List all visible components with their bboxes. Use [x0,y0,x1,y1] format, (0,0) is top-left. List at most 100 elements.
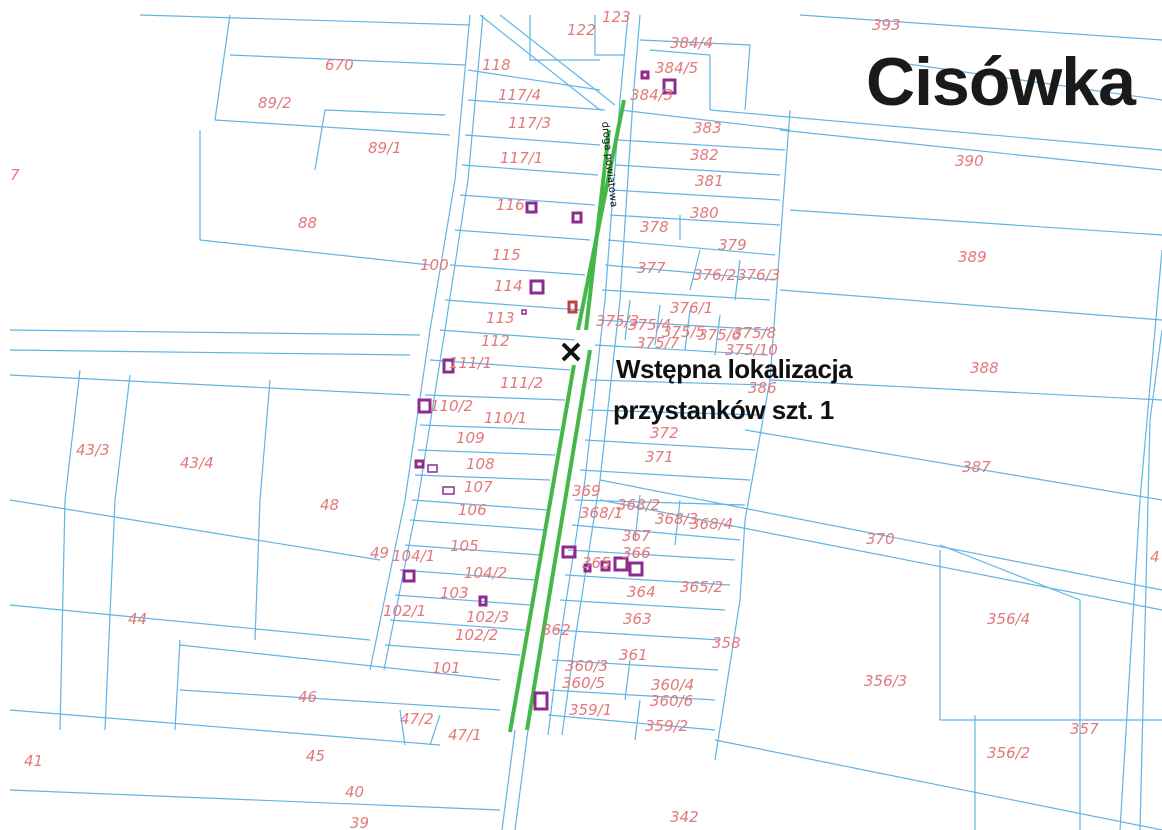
parcel-label: 379 [718,236,747,254]
parcel-label: 366 [622,544,651,562]
parcel-label: 89/1 [368,139,402,157]
parcel-label: 101 [432,659,461,677]
parcel-label: 115 [492,246,521,264]
parcel-label: 364 [627,583,656,601]
parcel-label: 390 [955,152,984,170]
parcel-label: 39 [350,814,369,830]
parcel-label: 40 [345,783,364,801]
parcel-label: 48 [320,496,339,514]
parcel-label: 380 [690,204,719,222]
parcel-label: 49 [370,544,389,562]
parcel-boundaries [9,14,1162,830]
parcel-label: 368/4 [690,515,733,533]
parcel-label: 393 [872,16,901,34]
parcel-label: 112 [481,332,510,350]
parcel-label: 45 [306,747,325,765]
parcel-labels: 393 670 89/2 89/1 88 7 122 123 118 117/4… [10,8,1160,830]
parcel-label: 360/3 [565,657,608,675]
parcel-label: 117/3 [508,114,551,132]
parcel-label: 89/2 [258,94,292,112]
parcel-label: 100 [420,256,449,274]
parcel-label: 367 [622,527,651,545]
parcel-label: 46 [298,688,317,706]
parcel-label: 342 [670,808,699,826]
map-title: Cisówka [866,44,1137,120]
parcel-label: 122 [567,21,596,39]
parcel-label: 371 [645,448,674,466]
parcel-label: 111/2 [500,374,543,392]
parcel-label: 359/1 [569,701,612,719]
parcel-label: 356/2 [987,744,1030,762]
parcel-label: 375/5 [662,323,705,341]
parcel-label: 670 [325,56,354,74]
parcel-label: 44 [128,610,147,628]
parcel-label: 370 [866,530,895,548]
parcel-label: 102/2 [455,626,498,644]
parcel-label: 103 [440,584,469,602]
parcel-label: 375/6 [698,326,741,344]
parcel-label: 102/3 [466,608,509,626]
parcel-label: 111/1 [449,354,492,372]
parcel-label: 108 [466,455,495,473]
parcel-label: 109 [456,429,485,447]
parcel-label: 357 [1070,720,1099,738]
parcel-label: 375/8 [733,324,776,342]
parcel-label: 376/3 [737,266,780,284]
parcel-label: 116 [496,196,525,214]
parcel-label: 360/4 [651,676,694,694]
parcel-label: 110/2 [430,397,473,415]
parcel-label: 372 [650,424,679,442]
parcel-label: 361 [619,646,648,664]
parcel-label: 117/1 [500,149,543,167]
parcel-label: 362 [542,621,571,639]
buildings [402,70,677,711]
parcel-label: 359/2 [645,717,688,735]
parcel-label: 105 [450,537,479,555]
stop-note-line1: Wstępna lokalizacja [616,354,853,384]
parcel-label: 383 [693,119,722,137]
parcel-label: 358 [712,634,741,652]
parcel-label: 114 [494,277,523,295]
stop-note-line2: przystanków szt. 1 [613,395,834,425]
parcel-label: 388 [970,359,999,377]
parcel-label: 376/1 [670,299,713,317]
parcel-label: 378 [640,218,669,236]
parcel-label: 384/5 [655,59,698,77]
road-green-lines [508,99,626,733]
parcel-label: 381 [695,172,724,190]
parcel-label: 369 [572,482,601,500]
parcel-label: 88 [298,214,317,232]
parcel-label: 376/2 [693,266,736,284]
parcel-label: 363 [623,610,652,628]
parcel-label: 110/1 [484,409,527,427]
parcel-label: 360/6 [650,692,693,710]
parcel-label: 113 [486,309,515,327]
parcel-label: 118 [482,56,511,74]
parcel-label: 123 [602,8,631,26]
parcel-label: 365 [582,554,611,572]
parcel-label: 360/5 [562,674,605,692]
bus-stop-marker-x-mark-icon [561,342,581,362]
parcel-label: 107 [464,478,493,496]
parcel-label: 386 [748,379,777,397]
parcel-label: 384/3 [630,86,673,104]
parcel-label: 368/3 [655,510,698,528]
parcel-label: 375/10 [725,341,778,359]
parcel-label: 4 [1150,548,1160,566]
parcel-label: 375/7 [636,334,680,352]
parcel-label: 41 [24,752,43,770]
parcel-label: 106 [458,501,487,519]
parcel-label: 117/4 [498,86,541,104]
parcel-label: 47/2 [400,710,434,728]
parcel-label: 368/1 [580,504,623,522]
parcel-label: 7 [10,166,20,184]
parcel-label: 104/2 [464,564,507,582]
parcel-label: 356/4 [987,610,1030,628]
parcel-label: 368/2 [617,496,660,514]
parcel-label: 375/3 [596,312,639,330]
parcel-label: 104/1 [392,547,435,565]
parcel-label: 387 [962,458,991,476]
parcel-label: 389 [958,248,987,266]
parcel-label: 382 [690,146,719,164]
